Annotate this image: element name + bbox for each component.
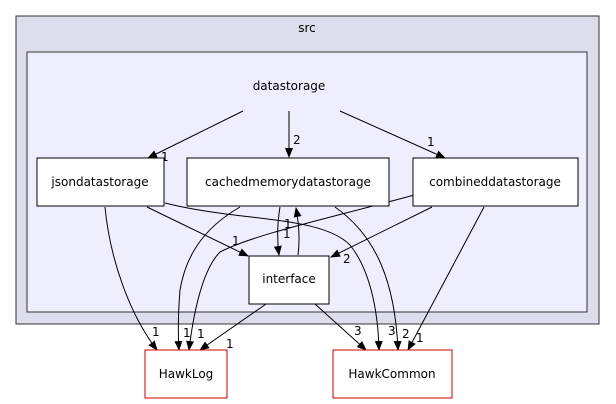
label-interface-cached: 1 [284,217,292,231]
node-hawklog-label: HawkLog [159,367,214,381]
node-jsondatastorage-label: jsondatastorage [50,175,148,189]
label-json-hawklog: 1 [152,325,160,339]
edge-combined-hawklog [186,193,419,351]
edge-ds-combined [339,110,446,159]
label-interface-hawkcommon: 3 [354,324,362,338]
label-ds-combined: 1 [427,135,435,149]
label-ds-cached: 2 [293,133,301,147]
node-hawkcommon-label: HawkCommon [348,367,435,381]
label-cached-hawkcommon: 3 [388,324,396,338]
label-combined-interface: 2 [343,252,351,266]
edge-combined-interface [330,206,433,258]
label-ds-json: 1 [161,150,169,164]
node-hawkcommon[interactable]: HawkCommon [332,349,453,399]
edge-cached-interface [273,206,282,256]
edge-json-hawkcommon [164,202,383,351]
edge-combined-hawkcommon [407,206,485,351]
edge-interface-hawkcommon [314,303,367,351]
node-interface[interactable]: interface [248,255,330,305]
datastorage-cluster-title: datastorage [253,79,326,93]
label-interface-hawklog: 1 [226,337,234,351]
label-combined-hawkcommon: 1 [416,331,424,345]
src-cluster-title: src [298,21,316,35]
label-json-interface: 1 [232,234,240,248]
label-combined-hawklog: 1 [197,327,205,341]
node-cachedmemorydatastorage-label: cachedmemorydatastorage [205,175,371,189]
label-json-hawkcommon: 2 [402,327,410,341]
node-combineddatastorage[interactable]: combineddatastorage [412,157,579,207]
edge-interface-cached [293,207,302,256]
node-interface-label: interface [262,272,316,286]
node-cachedmemorydatastorage[interactable]: cachedmemorydatastorage [186,157,390,207]
node-combineddatastorage-label: combineddatastorage [429,175,561,189]
node-hawklog[interactable]: HawkLog [144,349,228,399]
label-cached-hawklog: 1 [183,326,191,340]
edge-json-interface [146,206,249,257]
edge-ds-json [147,110,244,159]
edge-interface-hawklog [199,303,267,351]
node-jsondatastorage[interactable]: jsondatastorage [36,157,165,207]
edge-cached-hawkcommon [334,206,402,351]
label-cached-interface: 1 [283,227,291,241]
edge-cached-hawklog [174,206,241,351]
edge-json-hawklog [104,206,158,351]
